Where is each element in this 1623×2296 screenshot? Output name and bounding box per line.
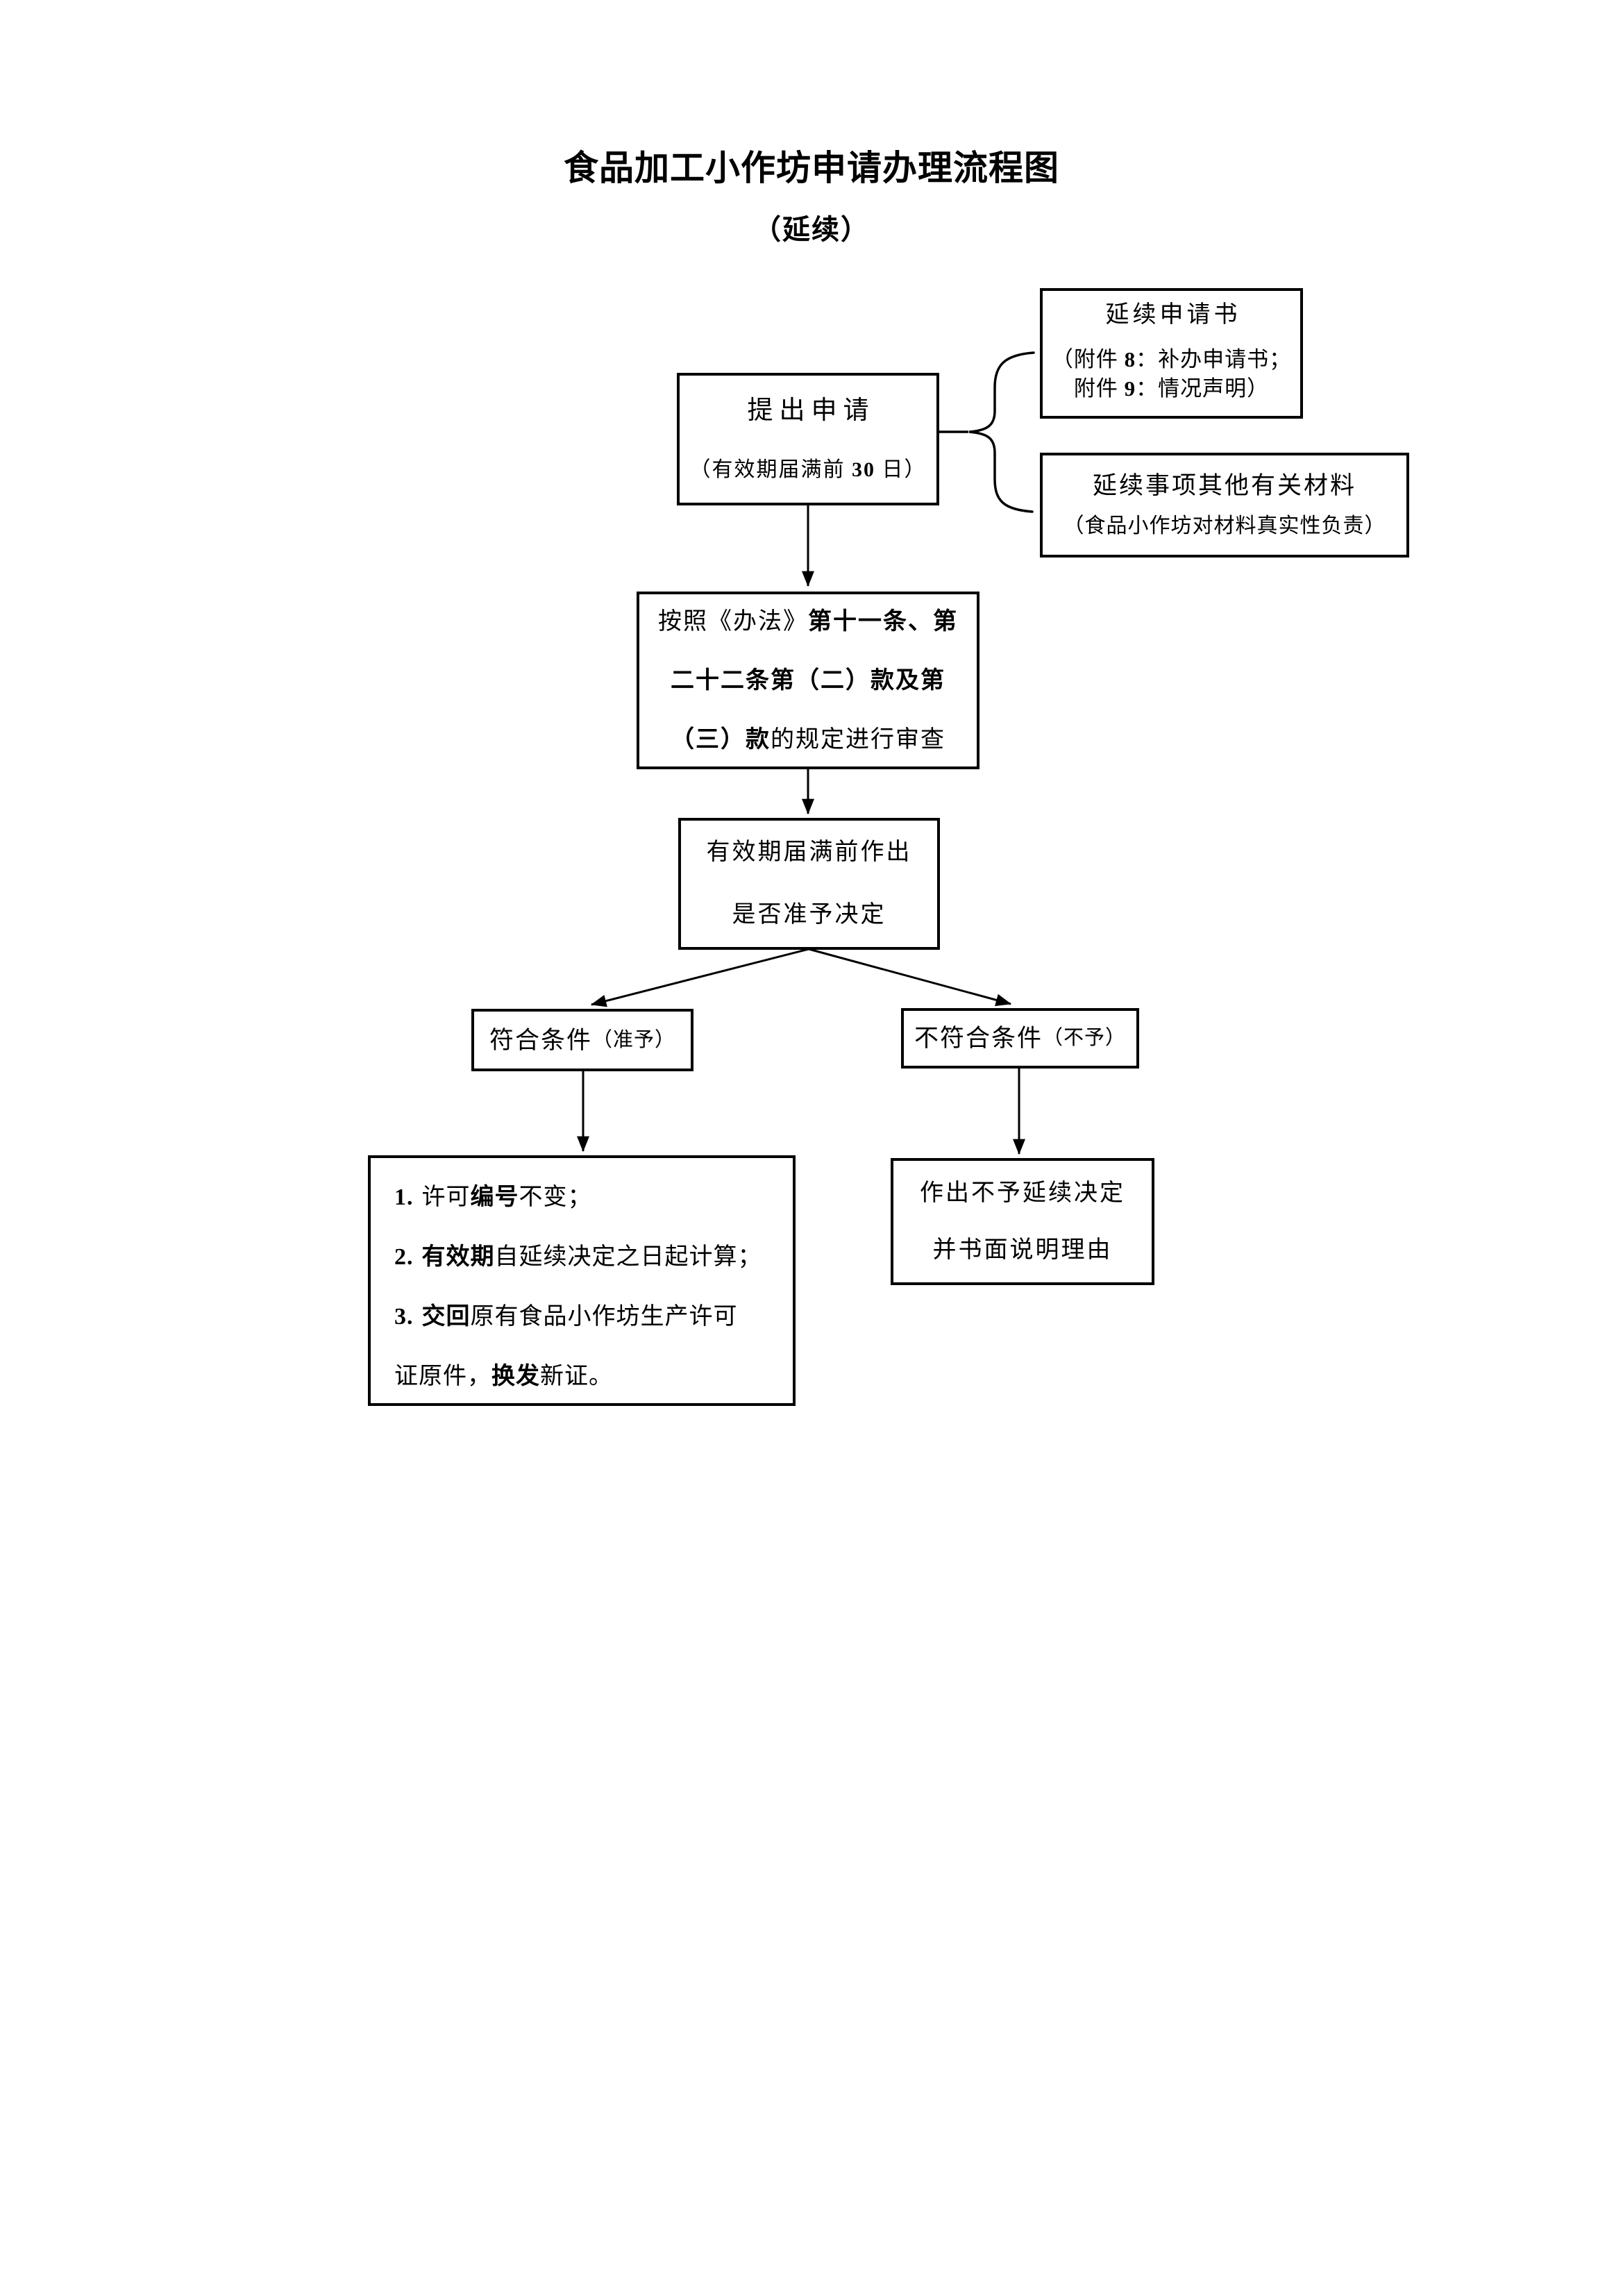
flow-box-other-materials: 延续事项其他有关材料 （食品小作坊对材料真实性负责） bbox=[1040, 453, 1409, 558]
fail-result-line-1: 作出不予延续决定 bbox=[920, 1180, 1125, 1206]
flow-box-decision: 有效期届满前作出 是否准予决定 bbox=[678, 818, 940, 950]
decision-line-2: 是否准予决定 bbox=[732, 902, 886, 928]
curly-brace bbox=[968, 351, 1035, 513]
renewal-application-label: 延续申请书 bbox=[1105, 302, 1241, 328]
apply-label: 提出申请 bbox=[747, 396, 875, 425]
pass-label: 符合条件 bbox=[489, 1026, 592, 1054]
pass-result-line-3: 3.交回原有食品小作坊生产许可 bbox=[394, 1304, 738, 1330]
flow-box-pass: 符合条件 （准予） bbox=[471, 1009, 693, 1071]
fail-label: 不符合条件 bbox=[914, 1025, 1043, 1052]
fail-paren: （不予） bbox=[1043, 1027, 1127, 1049]
other-materials-label: 延续事项其他有关材料 bbox=[1092, 472, 1356, 499]
arrow-decision-to-fail bbox=[808, 948, 1012, 1007]
pass-paren: （准予） bbox=[592, 1028, 676, 1051]
fail-result-line-2: 并书面说明理由 bbox=[932, 1237, 1113, 1263]
arrow-decision-to-pass bbox=[590, 948, 809, 1007]
review-line-1: 按照《办法》第十一条、第 bbox=[658, 608, 958, 635]
flow-box-pass-result: 1.许可编号不变； 2.有效期自延续决定之日起计算； 3.交回原有食品小作坊生产… bbox=[368, 1155, 796, 1406]
flow-box-apply: 提出申请 （有效期届满前 30 日） bbox=[677, 373, 939, 505]
page-title: 食品加工小作坊申请办理流程图 bbox=[564, 149, 1059, 187]
flow-box-fail-result: 作出不予延续决定 并书面说明理由 bbox=[891, 1158, 1154, 1285]
renewal-application-attachments: （附件 8：补办申请书；附件 9：情况声明） bbox=[1051, 347, 1292, 401]
flow-box-review: 按照《办法》第十一条、第 二十二条第（二）款及第 （三）款的规定进行审查 bbox=[637, 592, 979, 769]
page-subtitle: （延续） bbox=[753, 214, 870, 245]
pass-result-line-4: 证原件，换发新证。 bbox=[394, 1364, 613, 1389]
flow-box-fail: 不符合条件 （不予） bbox=[901, 1008, 1139, 1069]
pass-result-line-2: 2.有效期自延续决定之日起计算； bbox=[394, 1244, 762, 1270]
flow-box-renewal-application: 延续申请书 （附件 8：补办申请书；附件 9：情况声明） bbox=[1040, 288, 1303, 419]
review-line-3: （三）款的规定进行审查 bbox=[671, 726, 945, 753]
other-materials-note: （食品小作坊对材料真实性负责） bbox=[1063, 514, 1386, 537]
apply-deadline-note: （有效期届满前 30 日） bbox=[689, 458, 927, 481]
review-line-2: 二十二条第（二）款及第 bbox=[671, 667, 945, 694]
decision-line-1: 有效期届满前作出 bbox=[706, 839, 912, 865]
pass-result-line-1: 1.许可编号不变； bbox=[394, 1184, 592, 1210]
